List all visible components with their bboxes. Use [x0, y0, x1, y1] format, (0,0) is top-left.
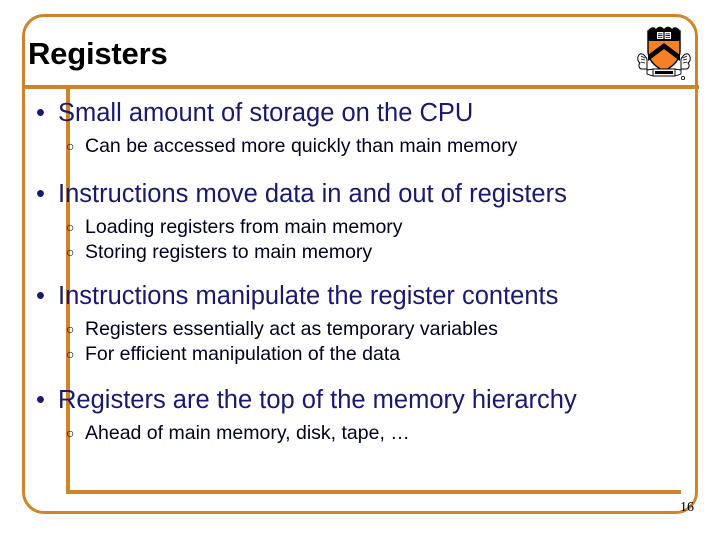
sub-bullet-list: ○ Registers essentially act as temporary… [36, 317, 660, 367]
bullet-level2-text: Loading registers from main memory [85, 216, 403, 238]
bullet-level1-text: Registers are the top of the memory hier… [58, 386, 577, 414]
bullet-dot-icon: • [36, 386, 45, 414]
bullet-level1: • Small amount of storage on the CPU [36, 98, 660, 128]
bullet-level2: ○ For efficient manipulation of the data [66, 342, 660, 367]
bullet-level2-text: Can be accessed more quickly than main m… [85, 135, 518, 157]
bullet-group: • Instructions manipulate the register c… [36, 281, 660, 367]
content-bottom-rule [66, 490, 681, 494]
bullet-circle-icon: ○ [66, 425, 75, 441]
bullet-level2: ○ Storing registers to main memory [66, 240, 660, 265]
bullet-level1-text: Small amount of storage on the CPU [58, 99, 474, 127]
bullet-level2-text: Ahead of main memory, disk, tape, … [85, 422, 410, 444]
bullet-level1: • Registers are the top of the memory hi… [36, 385, 660, 415]
bullet-dot-icon: • [36, 99, 45, 127]
bullet-level1: • Instructions manipulate the register c… [36, 281, 660, 311]
bullet-level2-text: For efficient manipulation of the data [85, 343, 401, 365]
page-number: 16 [680, 500, 694, 515]
bullet-circle-icon: ○ [66, 346, 75, 362]
sub-bullet-list: ○ Can be accessed more quickly than main… [36, 134, 660, 159]
bullet-group: • Instructions move data in and out of r… [36, 179, 660, 265]
bullet-circle-icon: ○ [66, 244, 75, 260]
princeton-shield-logo [636, 21, 692, 83]
bullet-group: • Registers are the top of the memory hi… [36, 385, 660, 446]
bullet-level2: ○ Can be accessed more quickly than main… [66, 134, 660, 159]
page-title: Registers [28, 36, 168, 71]
bullet-circle-icon: ○ [66, 321, 75, 337]
sub-bullet-list: ○ Ahead of main memory, disk, tape, … [36, 421, 660, 446]
sub-bullet-list: ○ Loading registers from main memory ○ S… [36, 215, 660, 265]
bullet-group: • Small amount of storage on the CPU ○ C… [36, 98, 660, 159]
bullet-circle-icon: ○ [66, 219, 75, 235]
bullet-level1-text: Instructions manipulate the register con… [58, 282, 559, 310]
bullet-level2: ○ Registers essentially act as temporary… [66, 317, 660, 342]
bullet-dot-icon: • [36, 282, 45, 310]
title-divider-rule [22, 85, 699, 89]
bullet-circle-icon: ○ [66, 138, 75, 154]
bullet-level2-text: Storing registers to main memory [85, 241, 373, 263]
bullet-level1-text: Instructions move data in and out of reg… [58, 180, 567, 208]
slide-body: • Small amount of storage on the CPU ○ C… [36, 98, 660, 488]
bullet-dot-icon: • [36, 180, 45, 208]
bullet-level1: • Instructions move data in and out of r… [36, 179, 660, 209]
bullet-level2-text: Registers essentially act as temporary v… [85, 318, 498, 340]
content-vertical-rule [66, 89, 70, 494]
bullet-level2: ○ Loading registers from main memory [66, 215, 660, 240]
bullet-level2: ○ Ahead of main memory, disk, tape, … [66, 421, 660, 446]
